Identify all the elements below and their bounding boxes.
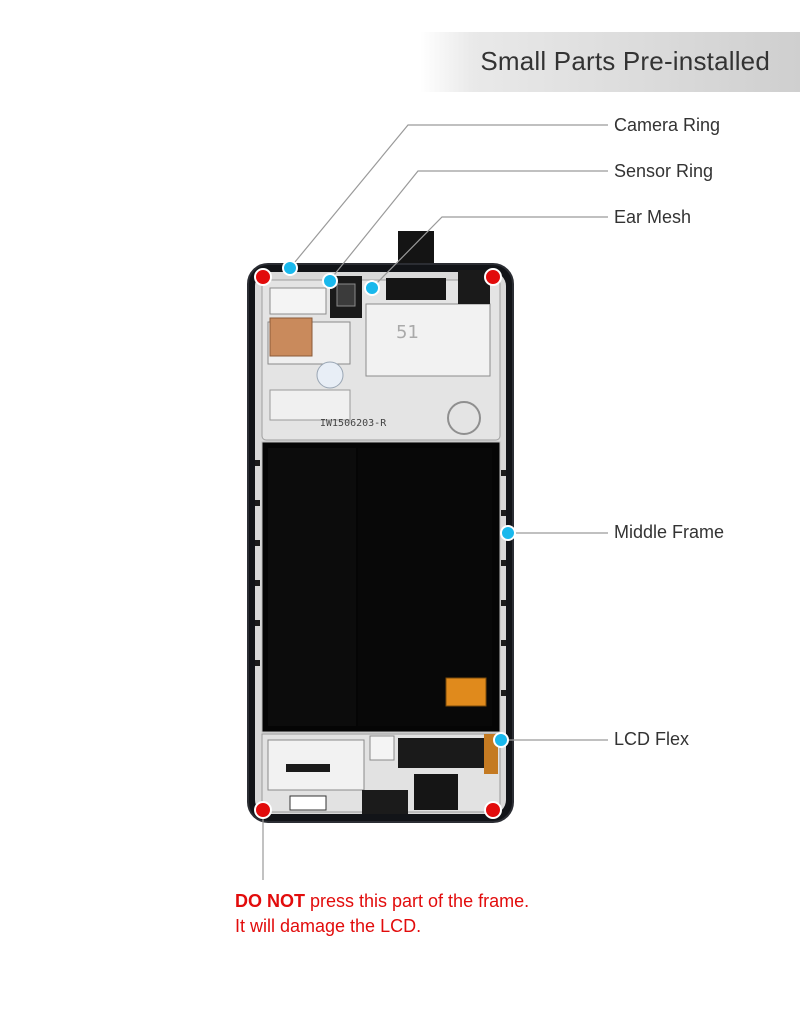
sensor-ring-leader xyxy=(329,170,608,281)
header-banner: Small Parts Pre-installed xyxy=(420,32,800,92)
warning-dot-top-right xyxy=(484,268,502,286)
frame-stamp: 51 xyxy=(396,322,419,343)
page-title: Small Parts Pre-installed xyxy=(480,46,770,76)
sensor-ring-label: Sensor Ring xyxy=(614,161,714,181)
warning-dot-bottom-left xyxy=(254,801,272,819)
warning-line-1-text: press this part of the frame. xyxy=(305,891,530,911)
camera-ring-label: Camera Ring xyxy=(614,115,721,135)
warning-emphasis: DO NOT xyxy=(235,891,305,911)
ear-mesh-label: Ear Mesh xyxy=(614,207,692,227)
camera-ring-leader xyxy=(289,124,608,269)
orange-flex-connector xyxy=(445,677,487,707)
ear-mesh-dot xyxy=(364,280,380,296)
middle-frame-dot xyxy=(500,525,516,541)
warning-line-1: DO NOT press this part of the frame. xyxy=(235,889,529,914)
ear-mesh-leader xyxy=(371,216,608,289)
lcd-flex-label: LCD Flex xyxy=(614,729,690,749)
warning-line-2: It will damage the LCD. xyxy=(235,916,422,936)
copper-pad xyxy=(269,317,313,357)
warning-note: DO NOT press this part of the frame. It … xyxy=(235,889,529,939)
warning-dot-bottom-right xyxy=(484,801,502,819)
camera-ring-dot xyxy=(282,260,298,276)
lcd-flex-dot xyxy=(493,732,509,748)
sensor-ring-dot xyxy=(322,273,338,289)
frame-serial: IW1506203-R xyxy=(320,418,387,429)
warning-dot-top-left xyxy=(254,268,272,286)
middle-frame-label: Middle Frame xyxy=(614,522,725,542)
